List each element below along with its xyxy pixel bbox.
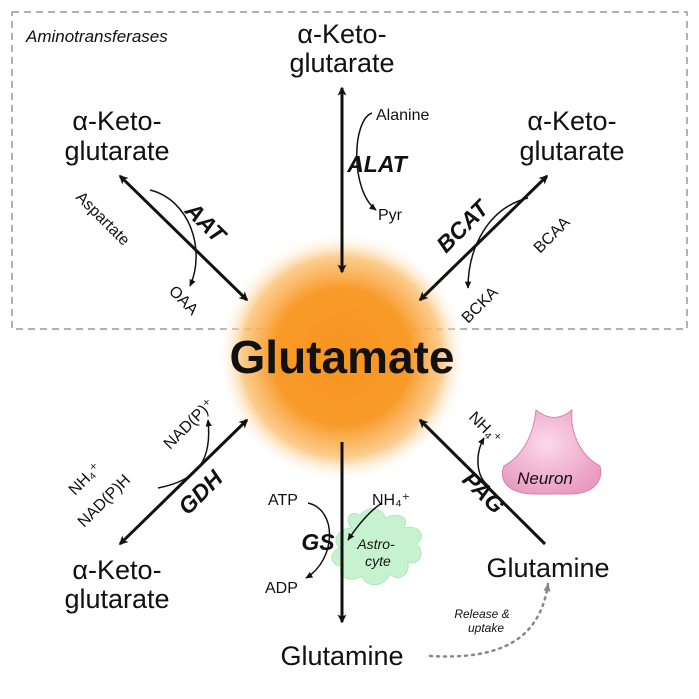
atp-label: ATP	[268, 492, 298, 509]
aminotransferases-box	[11, 11, 688, 330]
release-uptake-arrow	[428, 582, 551, 658]
aspartate-label: Aspartate	[72, 189, 133, 250]
glutamine-bottom-label: Glutamine	[280, 641, 403, 671]
akg-right-line2: glutarate	[519, 136, 624, 166]
glutamate-glow	[217, 232, 467, 482]
bcka-label: BCKA	[459, 284, 502, 327]
nadp-plus-label: NAD(P)⁺	[161, 396, 218, 453]
bcat-side-arrow	[464, 197, 529, 289]
akg-bottom-left-line2: glutarate	[64, 584, 169, 614]
aat-side-arrow	[149, 189, 197, 287]
aat-arrow	[118, 174, 249, 302]
release-label-line2: uptake	[468, 621, 504, 635]
astrocyte-shape	[331, 508, 422, 586]
neuron-shape	[502, 408, 602, 495]
enzyme-gdh: GDH	[173, 465, 228, 520]
adp-label: ADP	[265, 580, 298, 597]
release-label-line1: Release &	[454, 607, 509, 621]
nh4-pag-label: NH₄⁺	[465, 409, 504, 448]
glutamine-right-label: Glutamine	[486, 553, 609, 583]
gs-nh4-arrow	[347, 502, 383, 541]
neuron-label: Neuron	[517, 469, 573, 488]
nh4-gs-label: NH₄⁺	[372, 492, 410, 509]
bcat-arrow	[418, 174, 549, 302]
alat-side-arrow	[356, 112, 377, 211]
nh4-gdh-label: NH₄⁺	[66, 460, 105, 499]
astrocyte-label-line2: cyte	[365, 553, 391, 569]
glutamate-label: Glutamate	[230, 331, 455, 383]
gs-atp-arrow	[305, 502, 331, 579]
gdh-arrow	[118, 418, 249, 546]
enzyme-gs: GS	[301, 529, 335, 555]
akg-top-line1: α-Keto-	[297, 19, 386, 49]
akg-bottom-left-line1: α-Keto-	[72, 555, 161, 585]
pyr-label: Pyr	[378, 207, 403, 224]
oaa-label: OAA	[165, 283, 201, 319]
akg-right-line1: α-Keto-	[527, 106, 616, 136]
alanine-label: Alanine	[376, 107, 429, 124]
enzyme-bcat: BCAT	[431, 194, 495, 258]
pag-side-arrow	[477, 437, 491, 488]
pag-arrow	[418, 418, 547, 546]
enzyme-alat: ALAT	[346, 151, 409, 177]
astrocyte-label-line1: Astro-	[356, 536, 395, 552]
akg-left-line2: glutarate	[64, 136, 169, 166]
bcaa-label: BCAA	[531, 214, 574, 257]
akg-left-line1: α-Keto-	[72, 106, 161, 136]
gdh-side-arrow	[157, 419, 212, 489]
aminotransferases-label: Aminotransferases	[25, 27, 168, 46]
akg-top-line2: glutarate	[289, 48, 394, 78]
